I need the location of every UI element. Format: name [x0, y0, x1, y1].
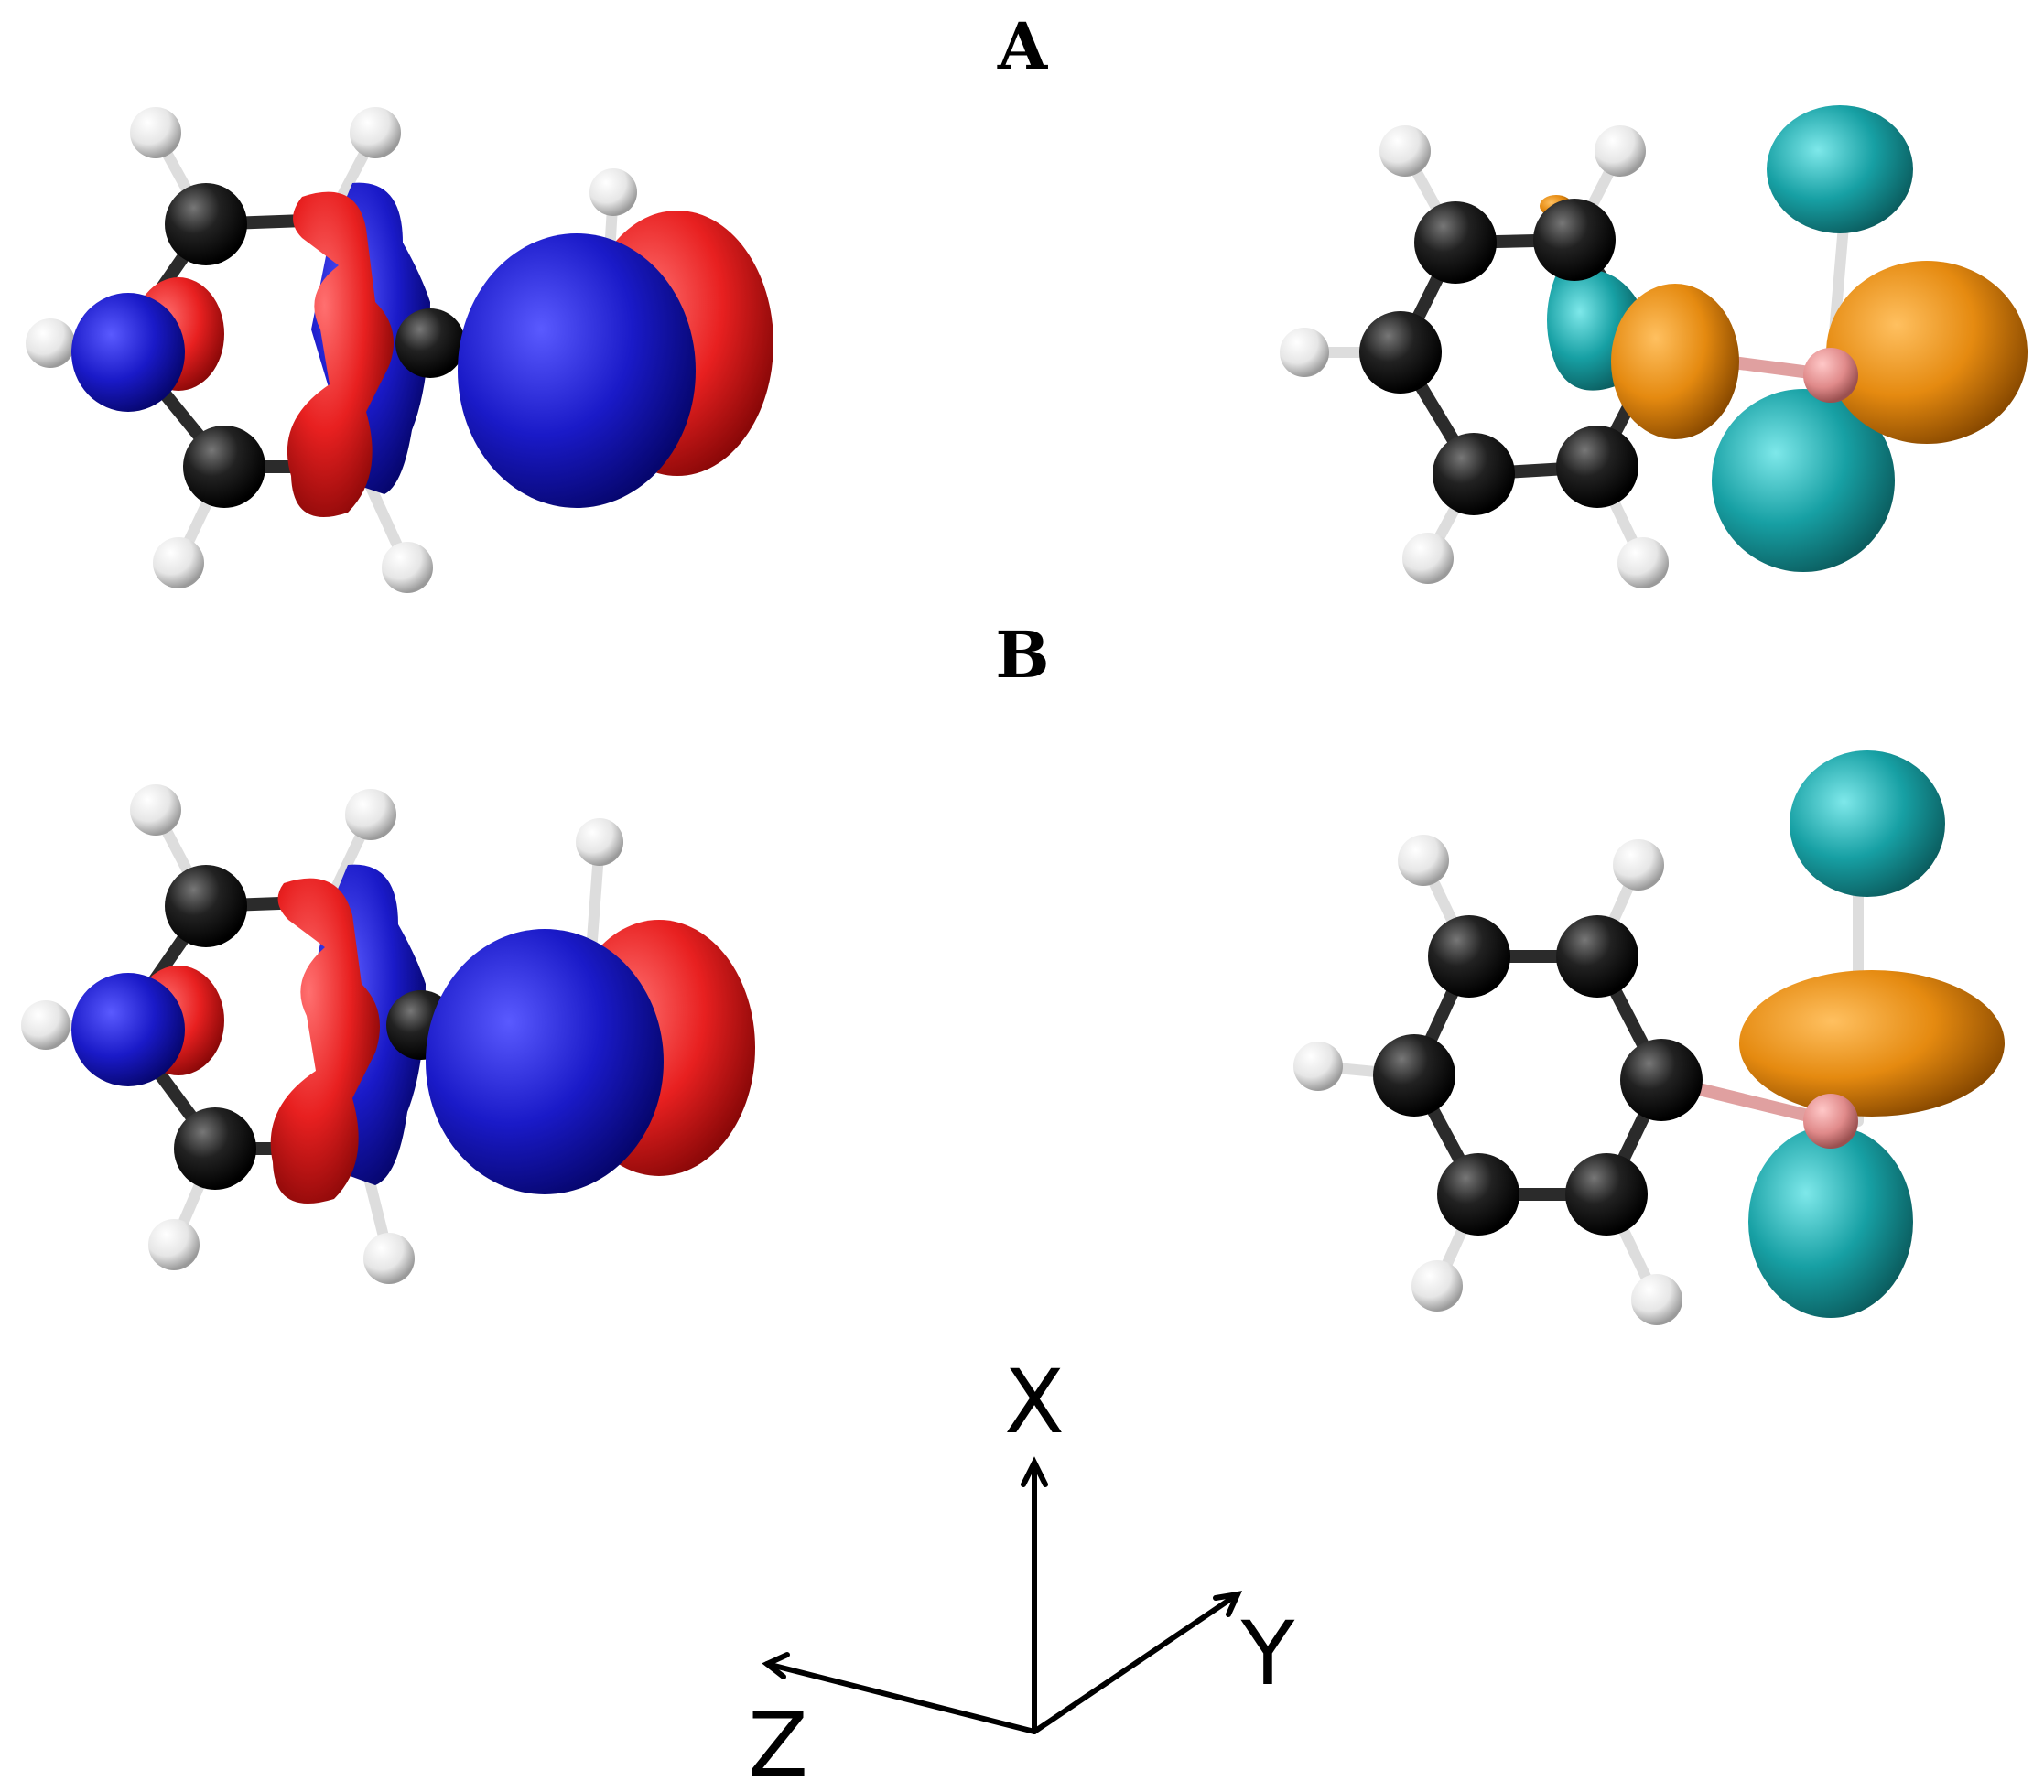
lobe-blue-large: [458, 233, 696, 508]
hydrogen-atom: [130, 107, 181, 158]
lobe-orange-center: [1739, 970, 2005, 1117]
carbon-atom: [1359, 311, 1442, 394]
carbon-atom: [1373, 1034, 1455, 1117]
panel-label-b: B: [995, 617, 1049, 693]
hydrogen-atom: [1617, 537, 1669, 588]
hydrogen-atom: [589, 168, 637, 216]
carbon-atom: [1556, 915, 1638, 998]
lobe-red-ring: [287, 191, 394, 517]
boron-atom: [1803, 348, 1858, 403]
carbon-atom: [183, 426, 265, 508]
hydrogen-atom: [1402, 533, 1454, 584]
carbon-atom: [1414, 201, 1497, 284]
lobe-orange-right: [1826, 261, 2028, 444]
hydrogen-atom: [1293, 1042, 1343, 1091]
boron-atom: [1803, 1094, 1858, 1149]
coordinate-axes: [762, 1456, 1243, 1734]
z-axis-label: Z: [748, 1694, 808, 1792]
hydrogen-atom: [1398, 835, 1449, 886]
hydrogen-atom: [21, 1000, 70, 1050]
carbon-atom: [395, 308, 465, 378]
hydrogen-atom: [576, 818, 623, 866]
y-axis-arrow: [1032, 1592, 1240, 1734]
lobe-orange-left: [1611, 284, 1739, 439]
lobe-blue-small: [71, 293, 185, 412]
hydrogen-atom: [345, 789, 396, 840]
panel-label-a: A: [997, 8, 1049, 84]
hydrogen-atom: [1280, 328, 1329, 377]
lobe-teal-bottom: [1712, 389, 1895, 572]
z-axis-arrow: [764, 1661, 1037, 1734]
hydrogen-atom: [26, 318, 75, 368]
hydrogen-atom: [1631, 1274, 1682, 1325]
molecule-b-right: [1293, 750, 2005, 1325]
hydrogen-atom: [1595, 125, 1646, 177]
molecule-b-left: [21, 784, 755, 1284]
lobe-red-ring: [270, 878, 380, 1204]
hydrogen-atom: [148, 1219, 200, 1270]
hydrogen-atom: [382, 542, 433, 593]
y-axis-label: Y: [1240, 1603, 1295, 1705]
molecule-a-left: [26, 107, 773, 593]
hydrogen-atom: [363, 1233, 415, 1284]
carbon-atom: [1620, 1039, 1703, 1121]
lobe-blue-small: [71, 973, 185, 1086]
carbon-atom: [1533, 199, 1616, 281]
carbon-atom: [1556, 426, 1638, 508]
carbon-atom: [165, 865, 247, 947]
x-axis-label: X: [1004, 1351, 1065, 1453]
hydrogen-atom: [130, 784, 181, 836]
carbon-atom: [1565, 1153, 1648, 1236]
lobe-teal-bottom: [1748, 1126, 1913, 1318]
carbon-atom: [174, 1107, 256, 1190]
molecule-a-right: [1280, 105, 2028, 588]
hydrogen-atom: [1379, 125, 1431, 177]
carbon-atom: [1428, 915, 1510, 998]
lobe-blue-large: [426, 929, 664, 1194]
lobe-teal-top: [1790, 750, 1945, 897]
hydrogen-atom: [350, 107, 401, 158]
carbon-atom: [165, 183, 247, 265]
carbon-atom: [1437, 1153, 1519, 1236]
carbon-atom: [1433, 433, 1515, 515]
hydrogen-atom: [1411, 1260, 1463, 1312]
hydrogen-atom: [1613, 839, 1664, 891]
lobe-teal-top: [1767, 105, 1913, 233]
hydrogen-atom: [153, 537, 204, 588]
